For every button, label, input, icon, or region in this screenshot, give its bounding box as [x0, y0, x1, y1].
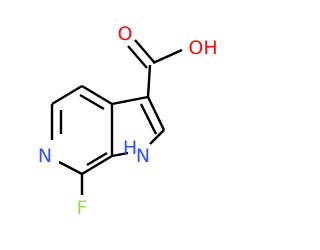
pyrrole-hydrogen-label: H: [123, 137, 137, 159]
bond-c-oh: [152, 48, 183, 65]
bond-c3-c2-double-a: [146, 96, 166, 131]
atom-labels: OH O N N H F: [38, 23, 218, 219]
bond-n6-c7: [58, 160, 83, 176]
bond-c3-c3a: [111, 95, 149, 106]
bond-c3a-c4-double-b: [79, 93, 105, 111]
pyrrole-nitrogen-label: N: [136, 145, 150, 167]
bonds: [50, 39, 183, 195]
carbonyl-oxygen-label: O: [118, 23, 133, 45]
bond-c3a-c4-double-a: [81, 84, 113, 106]
pyridine-nitrogen-label: N: [38, 145, 52, 167]
bond-n1-c7a: [111, 151, 129, 158]
molecule-diagram: OH O N N H F: [37, 23, 218, 219]
bond-c4-c5: [51, 84, 83, 106]
bond-c-o-double-b: [127, 45, 148, 69]
bond-c-o-double-a: [134, 39, 155, 63]
fluorine-label: F: [77, 197, 88, 219]
bond-c2-n1: [149, 129, 165, 145]
oh-label: OH: [188, 37, 217, 59]
structure-svg: OH O N N H F: [38, 23, 218, 219]
bond-c3-cooh: [146, 64, 152, 98]
bond-c3-c2-double-b: [139, 103, 158, 135]
bond-c7-c7a-double: [86, 151, 108, 167]
bond-c7-c7a: [81, 154, 113, 176]
